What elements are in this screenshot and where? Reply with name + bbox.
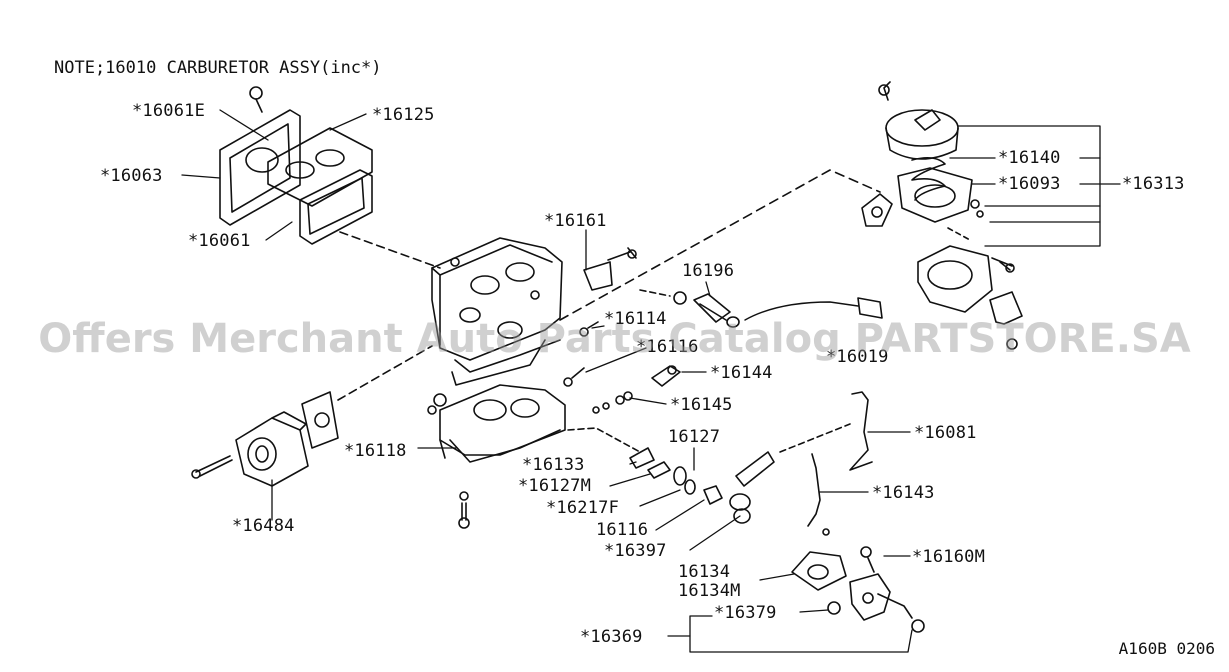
gasket-16118 <box>301 391 339 449</box>
leader-lines <box>181 109 913 653</box>
callout-16125: *16125 <box>372 105 435 125</box>
callout-16114: *16114 <box>604 309 667 329</box>
callout-bracket-16313 <box>949 125 1121 247</box>
callout-16161: *16161 <box>544 211 607 231</box>
callout-16133: *16133 <box>522 455 585 475</box>
link-16143 <box>807 453 830 536</box>
screw-16116 <box>563 367 585 387</box>
callout-16397: *16397 <box>604 541 667 561</box>
gasket-top-right <box>861 193 893 227</box>
callout-16061: *16061 <box>188 231 251 251</box>
solenoid-16196 <box>673 291 740 328</box>
callout-16063: *16063 <box>100 166 163 186</box>
gasket-16061 <box>299 169 373 245</box>
lever-16397 <box>729 451 775 524</box>
jet-16145 <box>592 391 633 414</box>
rod-16081 <box>849 391 873 471</box>
callout-16140: *16140 <box>998 148 1061 168</box>
spring-16093 <box>911 156 946 201</box>
callout-16134M: 16134M <box>678 581 741 601</box>
bolt-16061E <box>249 86 263 113</box>
callout-16145: *16145 <box>670 395 733 415</box>
callout-16217F: *16217F <box>546 498 620 518</box>
callout-16061E: *16061E <box>132 101 206 121</box>
screw-bottom <box>458 491 470 529</box>
diagram-code: A160B 0206 <box>1118 639 1215 658</box>
part-16133 <box>629 447 655 469</box>
callout-16379: *16379 <box>714 603 777 623</box>
insulator-16484 <box>235 411 309 487</box>
callout-16369: *16369 <box>580 627 643 647</box>
part-16127M <box>647 461 671 479</box>
callout-16143: *16143 <box>872 483 935 503</box>
spring-16379 <box>827 601 841 615</box>
callout-16144: *16144 <box>710 363 773 383</box>
callout-16116-top: *16116 <box>636 337 699 357</box>
connector-16019 <box>857 297 883 319</box>
callout-16081: *16081 <box>914 423 977 443</box>
callout-16134: 16134 <box>678 562 731 582</box>
lower-diaphragm-housing <box>917 245 1015 313</box>
callout-16127M: *16127M <box>518 476 592 496</box>
screw-16114 <box>579 321 599 337</box>
bracket-16161 <box>583 247 637 291</box>
gasket-16063 <box>219 109 301 226</box>
callout-16116-bottom: 16116 <box>596 520 649 540</box>
jet-16144 <box>651 365 681 387</box>
callout-16196: 16196 <box>682 261 735 281</box>
callout-16118: *16118 <box>344 441 407 461</box>
washer-16127 <box>673 466 696 495</box>
carburetor-main-body <box>431 237 563 386</box>
gasket-16125 <box>267 127 373 207</box>
bracket-right <box>989 291 1023 350</box>
screw-16160M <box>860 546 875 573</box>
linkage-16369 <box>849 573 925 633</box>
diaphragm-cover-16140 <box>878 81 959 160</box>
callout-16019: *16019 <box>826 347 889 367</box>
cover-16134 <box>791 551 847 591</box>
bolt-16484 <box>191 455 233 479</box>
carburetor-assy-note: NOTE;16010 CARBURETOR ASSY(inc*) <box>54 58 382 78</box>
housing-16093 <box>897 167 984 223</box>
callout-16484: *16484 <box>232 516 295 536</box>
callout-16160M: *16160M <box>912 547 986 567</box>
callout-16127: 16127 <box>668 427 721 447</box>
callout-16093: *16093 <box>998 174 1061 194</box>
carburetor-lower-body <box>427 384 566 463</box>
callout-16313: *16313 <box>1122 174 1185 194</box>
bushing-16217F <box>703 485 723 505</box>
